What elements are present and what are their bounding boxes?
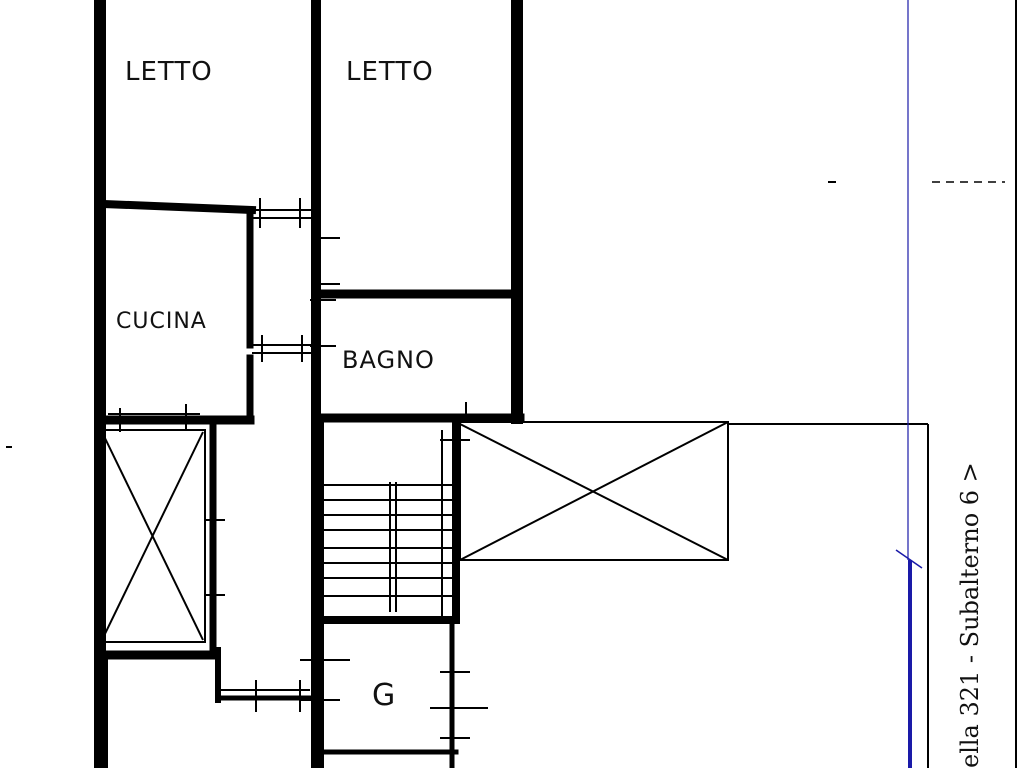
- door-marks: [108, 198, 488, 739]
- room-label-bagno: BAGNO: [342, 346, 435, 374]
- room-label-cucina: CUCINA: [116, 309, 207, 334]
- room-label-letto-left: LETTO: [125, 57, 213, 87]
- stair-mark: G: [372, 678, 396, 713]
- balcony-left: [99, 429, 206, 643]
- reference-lines: [6, 0, 1017, 768]
- balcony-right: [459, 421, 929, 768]
- room-label-letto-right: LETTO: [346, 57, 434, 87]
- staircase: [322, 430, 452, 620]
- walls: [94, 0, 525, 768]
- wall-letto-left-bottom: [99, 199, 257, 215]
- cadastral-reference-text: ella 321 - Subalterno 6 >: [956, 462, 984, 768]
